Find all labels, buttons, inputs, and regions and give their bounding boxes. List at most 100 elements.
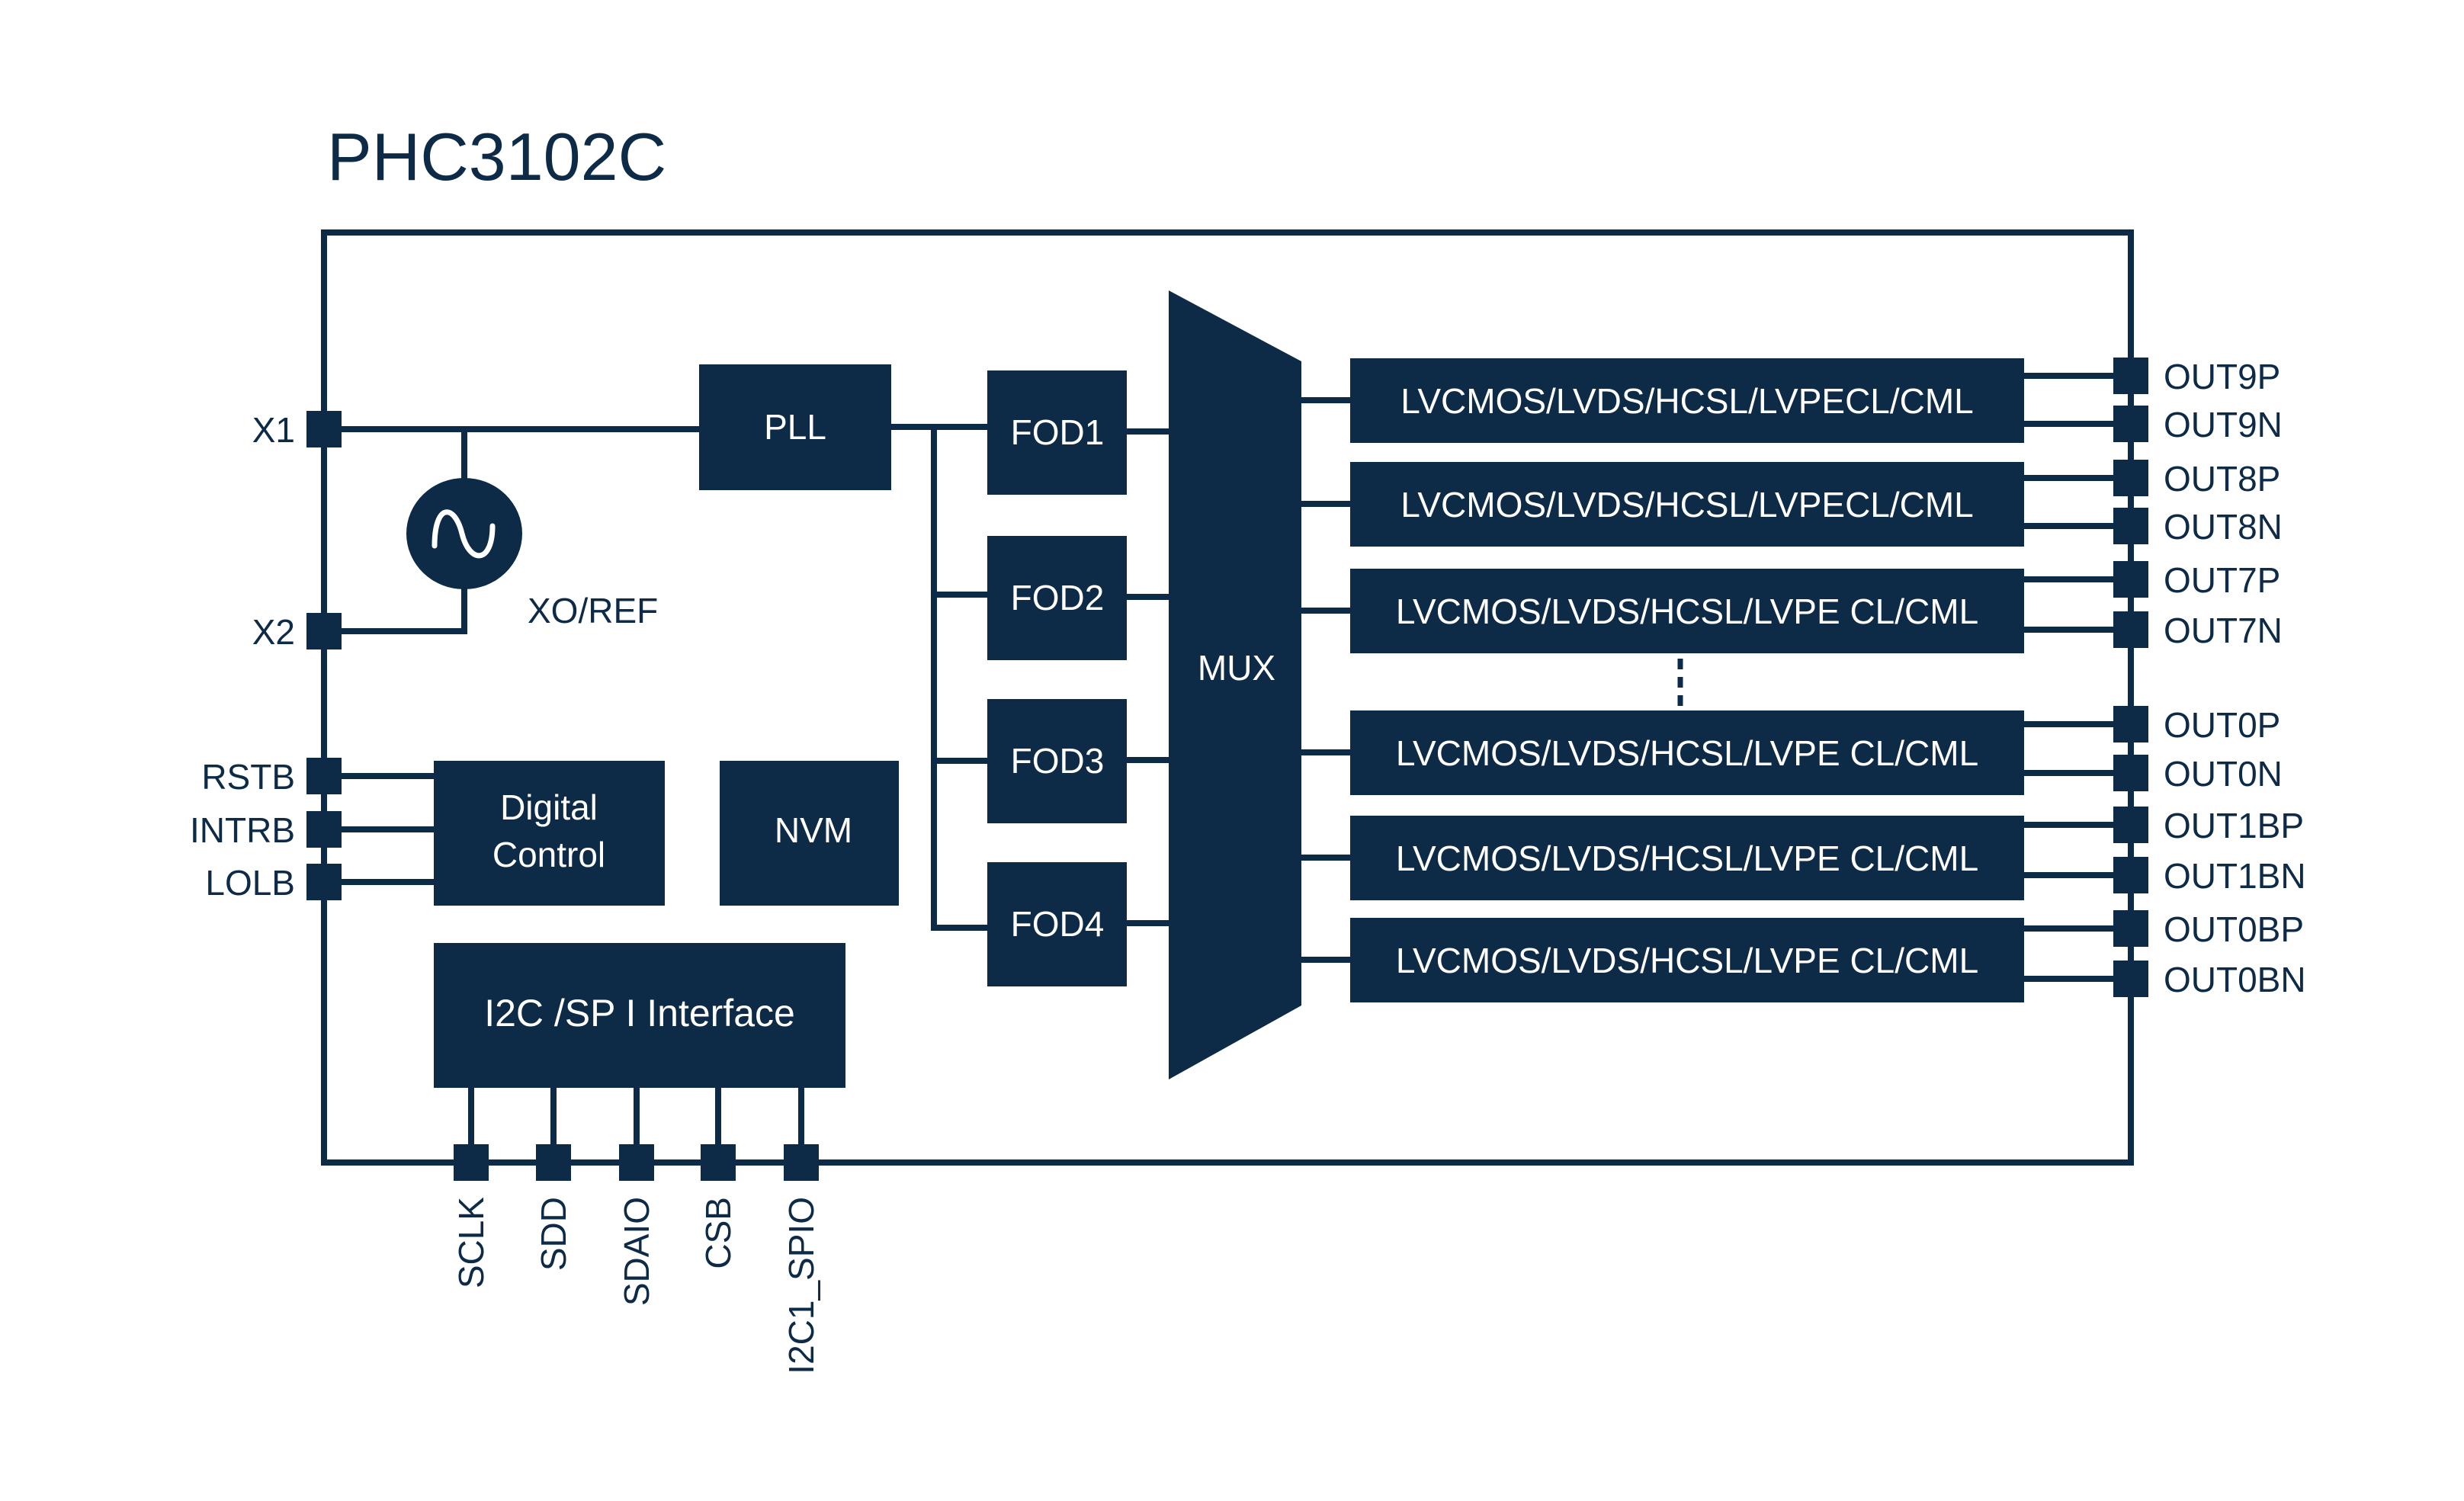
- output-pin: OUT9P: [2024, 357, 2280, 396]
- input-pin-label: X1: [252, 410, 295, 450]
- pin-pad: [2113, 611, 2148, 648]
- interface-pin-label: SDAIO: [617, 1197, 656, 1306]
- pin-pad: [536, 1144, 571, 1181]
- output-pin-label: OUT8P: [2164, 459, 2280, 499]
- pin-pad: [2113, 561, 2148, 598]
- output-driver-block: LVCMOS/LVDS/HCSL/LVPE CL/CML: [1301, 918, 2024, 1002]
- oscillator-label: XO/REF: [528, 591, 658, 630]
- fod-block: FOD3: [987, 699, 1169, 823]
- output-pin: OUT1BP: [2024, 806, 2304, 845]
- interface-pin-label: CSB: [698, 1197, 738, 1269]
- nvm-block: NVM: [720, 761, 899, 906]
- driver-group: LVCMOS/LVDS/HCSL/LVPECL/CML LVCMOS/LVDS/H…: [1301, 358, 2024, 1002]
- output-pin-label: OUT8N: [2164, 507, 2283, 547]
- input-pin: LOLB: [205, 863, 342, 903]
- interface-pin: CSB: [698, 1088, 738, 1269]
- pin-pad: [2113, 706, 2148, 742]
- output-pin: OUT7P: [2024, 560, 2280, 600]
- input-pin: INTRB: [190, 810, 342, 850]
- driver-label: LVCMOS/LVDS/HCSL/LVPE CL/CML: [1396, 592, 1978, 631]
- output-pin: OUT7N: [2024, 611, 2283, 650]
- pin-pad: [2113, 358, 2148, 394]
- output-pin-label: OUT9N: [2164, 405, 2283, 444]
- interface-pin: SDAIO: [617, 1088, 656, 1306]
- digital-control-label-line1: Digital: [500, 787, 598, 827]
- output-pin-label: OUT1BN: [2164, 856, 2306, 896]
- output-pins: OUT9P OUT9N OUT8P OUT8N OUT7P OUT7N OUT0P OUT0N…: [2024, 357, 2306, 999]
- chip-title: PHC3102C: [327, 119, 666, 194]
- interface-block: I2C /SP I Interface: [434, 943, 845, 1088]
- fod-block: FOD4: [987, 862, 1169, 986]
- input-pin: RSTB: [201, 757, 342, 797]
- output-driver-block: LVCMOS/LVDS/HCSL/LVPE CL/CML: [1301, 816, 2024, 900]
- output-pin: OUT8N: [2024, 507, 2283, 547]
- fod-label: FOD3: [1011, 741, 1105, 781]
- pin-pad: [2113, 755, 2148, 791]
- output-pin-label: OUT1BP: [2164, 806, 2304, 845]
- interface-pin: SDD: [534, 1088, 573, 1271]
- input-pin-label: LOLB: [205, 863, 295, 903]
- output-driver-block: LVCMOS/LVDS/HCSL/LVPECL/CML: [1301, 462, 2024, 547]
- output-pin: OUT0BP: [2024, 909, 2304, 949]
- output-pin-label: OUT0N: [2164, 754, 2283, 794]
- input-pin: X1: [252, 410, 342, 450]
- output-driver-block: LVCMOS/LVDS/HCSL/LVPE CL/CML: [1301, 569, 2024, 653]
- pin-pad: [2113, 961, 2148, 997]
- output-pin: OUT0BN: [2024, 960, 2306, 999]
- output-pin-label: OUT0BN: [2164, 960, 2306, 999]
- interface-pin-label: SCLK: [451, 1197, 491, 1288]
- output-pin-label: OUT7N: [2164, 611, 2283, 650]
- pin-pad: [2113, 460, 2148, 496]
- output-pin: OUT1BN: [2024, 856, 2306, 896]
- input-pin-label: INTRB: [190, 810, 295, 850]
- input-pin: X2: [252, 612, 342, 652]
- digital-control-block: Digital Control: [434, 761, 665, 906]
- pll-block: PLL: [699, 364, 891, 490]
- interface-label: I2C /SP I Interface: [484, 992, 795, 1034]
- fod-block: FOD1: [987, 370, 1169, 495]
- driver-label: LVCMOS/LVDS/HCSL/LVPECL/CML: [1400, 485, 1974, 524]
- output-pin: OUT0P: [2024, 705, 2280, 745]
- chip-boundary: [321, 229, 2134, 1166]
- output-pin: OUT8P: [2024, 459, 2280, 499]
- output-driver-block: LVCMOS/LVDS/HCSL/LVPECL/CML: [1301, 358, 2024, 443]
- fod-label: FOD4: [1011, 904, 1105, 944]
- output-pin-label: OUT0BP: [2164, 909, 2304, 949]
- driver-label: LVCMOS/LVDS/HCSL/LVPE CL/CML: [1396, 941, 1978, 980]
- pin-pad: [2113, 406, 2148, 442]
- driver-label: LVCMOS/LVDS/HCSL/LVPE CL/CML: [1396, 733, 1978, 773]
- output-pin: OUT0N: [2024, 754, 2283, 794]
- output-pin-label: OUT9P: [2164, 357, 2280, 396]
- input-pin-label: X2: [252, 612, 295, 652]
- pin-pad: [306, 613, 342, 649]
- mux-block: MUX: [1169, 290, 1301, 1079]
- sine-wave-icon: [432, 509, 496, 559]
- pin-pad: [2113, 807, 2148, 843]
- interface-pin-label: I2C1_SPIO: [781, 1197, 821, 1374]
- interface-pin: SCLK: [451, 1088, 491, 1288]
- output-pin: OUT9N: [2024, 405, 2283, 444]
- fod-bus: [891, 424, 987, 931]
- digital-control-label-line2: Control: [492, 835, 605, 874]
- output-pin-label: OUT0P: [2164, 705, 2280, 745]
- fod-label: FOD1: [1011, 412, 1105, 452]
- interface-pins: SCLK SDD SDAIO CSB I2C1_SPIO: [451, 1088, 821, 1374]
- fod-block: FOD2: [987, 536, 1169, 660]
- input-pin-label: RSTB: [201, 757, 295, 797]
- pin-pad: [2113, 910, 2148, 947]
- oscillator: [406, 478, 522, 589]
- pin-pad: [701, 1144, 736, 1181]
- output-pin-label: OUT7P: [2164, 560, 2280, 600]
- pin-pad: [2113, 857, 2148, 893]
- output-driver-block: LVCMOS/LVDS/HCSL/LVPE CL/CML: [1301, 710, 2024, 795]
- digital-control-wires: [324, 773, 434, 885]
- pin-pad: [2113, 508, 2148, 544]
- fod-label: FOD2: [1011, 578, 1105, 617]
- interface-pin: I2C1_SPIO: [781, 1088, 821, 1374]
- pin-pad: [784, 1144, 819, 1181]
- pin-pad: [454, 1144, 489, 1181]
- oscillator-network: [324, 426, 699, 634]
- driver-label: LVCMOS/LVDS/HCSL/LVPE CL/CML: [1396, 839, 1978, 878]
